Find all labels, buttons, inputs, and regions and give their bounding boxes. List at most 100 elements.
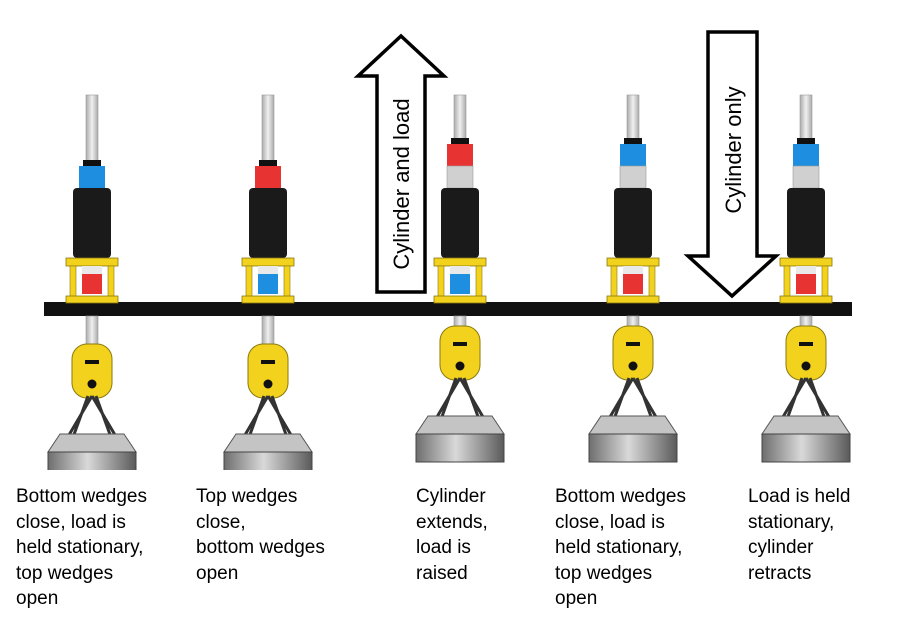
strand-collar: [259, 160, 277, 166]
sling-wires: [778, 377, 834, 423]
clamp-top-plate: [65, 257, 119, 267]
bottom-wedge-block: [623, 274, 643, 294]
cylinder-rod: [792, 165, 820, 189]
clamp-gap: [258, 266, 278, 274]
clamp-right-post: [475, 265, 483, 299]
strand-collar: [797, 138, 815, 144]
clamp-right-post: [107, 265, 115, 299]
bottom-wedge-block: [450, 274, 470, 294]
lower-strands: [261, 315, 275, 347]
clamp-gap: [796, 266, 816, 274]
clamp-base-plate: [241, 295, 295, 304]
clamp-top-plate: [779, 257, 833, 267]
top-wedge-block: [255, 166, 281, 188]
bottom-wedge-block: [796, 274, 816, 294]
load-top: [415, 415, 505, 435]
down-arrow-label: Cylinder only: [721, 86, 746, 213]
anchor-pin: [455, 361, 465, 371]
clamp-base-plate: [65, 295, 119, 304]
anchor-slot: [85, 360, 99, 364]
anchor-pin: [628, 361, 638, 371]
strand-jack-diagram: Cylinder and load Cylinder only: [44, 30, 852, 470]
sling-wires: [605, 377, 661, 423]
clamp-left-post: [437, 265, 445, 299]
strand-collar: [83, 160, 101, 166]
cylinder-body: [441, 188, 479, 258]
bottom-wedge-block: [258, 274, 278, 294]
top-wedge-block: [793, 144, 819, 166]
clamp-top-plate: [433, 257, 487, 267]
anchor-slot: [799, 342, 813, 346]
jack-unit-3: [415, 94, 505, 463]
strand-collar: [624, 138, 642, 144]
anchor-slot: [261, 360, 275, 364]
cylinder-body: [787, 188, 825, 258]
jack-unit-2: [223, 94, 313, 470]
load-top: [223, 433, 313, 453]
load-body: [588, 433, 678, 463]
caption-stage-1: Bottom wedges close, load is held statio…: [16, 486, 147, 609]
load-body: [761, 433, 851, 463]
clamp-left-post: [783, 265, 791, 299]
top-strands: [85, 94, 99, 168]
clamp-top-plate: [241, 257, 295, 267]
load-top: [47, 433, 137, 453]
caption-stage-3: Cylinder extends, load is raised: [416, 486, 488, 584]
up-arrow-icon: Cylinder and load: [353, 33, 449, 294]
clamp-base-plate: [433, 295, 487, 304]
jack-unit-5: [761, 94, 851, 463]
load-body: [47, 451, 137, 470]
anchor-pin: [263, 379, 273, 389]
load-anchor: [439, 325, 481, 381]
clamp-gap: [623, 266, 643, 274]
clamp-left-post: [610, 265, 618, 299]
sling-wires: [64, 395, 120, 441]
clamp-gap: [450, 266, 470, 274]
clamp-gap: [82, 266, 102, 274]
load-body: [223, 451, 313, 470]
jack-unit-1: [47, 94, 137, 470]
bottom-wedge-block: [82, 274, 102, 294]
top-wedge-block: [79, 166, 105, 188]
anchor-slot: [453, 342, 467, 346]
top-strands: [453, 94, 467, 146]
anchor-pin: [801, 361, 811, 371]
top-wedge-block: [620, 144, 646, 166]
load-anchor: [247, 343, 289, 399]
lower-strands: [85, 315, 99, 347]
cylinder-body: [73, 188, 111, 258]
load-anchor: [71, 343, 113, 399]
down-arrow-icon: Cylinder only: [683, 30, 781, 299]
load-body: [415, 433, 505, 463]
caption-stage-4: Bottom wedges close, load is held statio…: [555, 486, 686, 609]
caption-stage-2: Top wedges close, bottom wedges open: [196, 486, 325, 584]
up-arrow-label: Cylinder and load: [389, 98, 414, 269]
anchor-slot: [626, 342, 640, 346]
cylinder-body: [249, 188, 287, 258]
clamp-right-post: [283, 265, 291, 299]
load-anchor: [612, 325, 654, 381]
top-strands: [626, 94, 640, 146]
cylinder-rod: [619, 165, 647, 189]
sling-wires: [240, 395, 296, 441]
cylinder-body: [614, 188, 652, 258]
top-strands: [799, 94, 813, 146]
clamp-left-post: [69, 265, 77, 299]
top-wedge-block: [447, 144, 473, 166]
load-top: [761, 415, 851, 435]
support-beam: [44, 302, 852, 316]
caption-stage-5: Load is held stationary, cylinder retrac…: [748, 486, 851, 584]
jack-unit-4: [588, 94, 678, 463]
clamp-left-post: [245, 265, 253, 299]
load-top: [588, 415, 678, 435]
anchor-pin: [87, 379, 97, 389]
clamp-right-post: [648, 265, 656, 299]
load-anchor: [785, 325, 827, 381]
clamp-base-plate: [606, 295, 660, 304]
clamp-top-plate: [606, 257, 660, 267]
cylinder-rod: [446, 165, 474, 189]
strand-collar: [451, 138, 469, 144]
top-strands: [261, 94, 275, 168]
clamp-base-plate: [779, 295, 833, 304]
clamp-right-post: [821, 265, 829, 299]
